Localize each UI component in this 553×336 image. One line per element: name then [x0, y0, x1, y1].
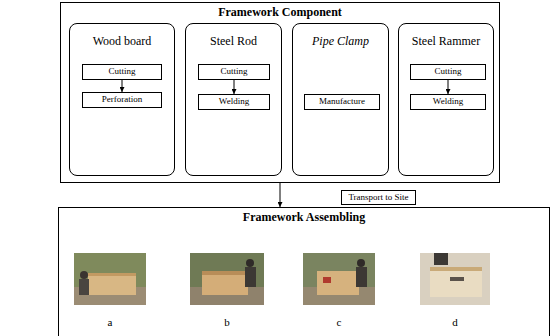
- box-heading: Framework Component: [61, 3, 499, 19]
- box-label: Manufacture: [319, 97, 365, 107]
- flow-arrow: [234, 80, 235, 94]
- photo-label: d: [452, 316, 458, 328]
- box-label: Cutting: [434, 67, 461, 77]
- photo-label: c: [337, 316, 342, 328]
- component-box: Pipe ClampManufacture: [292, 23, 389, 176]
- box-label: Perforation: [102, 95, 143, 105]
- process-box: Manufacture: [304, 94, 380, 110]
- photo-label: a: [108, 316, 113, 328]
- box-heading: Steel Rammer: [399, 24, 493, 48]
- process-box: Welding: [198, 94, 270, 110]
- process-box: Perforation: [82, 92, 162, 108]
- box-heading: Wood board: [70, 24, 174, 48]
- box-label: Cutting: [108, 67, 135, 77]
- assembly-photo: [74, 253, 146, 305]
- box-heading: Framework Assembling: [59, 208, 549, 224]
- process-box: Cutting: [410, 64, 486, 80]
- box-heading: Pipe Clamp: [293, 24, 388, 48]
- process-box: Welding: [410, 94, 486, 110]
- assembly-photo: [303, 253, 375, 305]
- assembly-photo: [420, 253, 490, 305]
- process-box: Cutting: [198, 64, 270, 80]
- component-box: Steel RammerCuttingWelding: [398, 23, 494, 176]
- process-box: Transport to Site: [341, 190, 416, 205]
- process-box: Cutting: [82, 64, 162, 80]
- box-label: Welding: [219, 97, 249, 107]
- component-box: Wood boardCuttingPerforation: [69, 23, 175, 176]
- flow-arrow: [448, 80, 449, 94]
- box-label: Transport to Site: [348, 193, 408, 203]
- stage-frame: Framework Assembling: [58, 207, 550, 336]
- stage-frame: Framework ComponentWood boardCuttingPerf…: [60, 2, 500, 183]
- box-label: Welding: [433, 97, 463, 107]
- box-heading: Steel Rod: [186, 24, 281, 48]
- photo-label: b: [224, 316, 230, 328]
- box-label: Cutting: [220, 67, 247, 77]
- flow-arrow: [280, 183, 281, 207]
- flow-arrow: [122, 80, 123, 92]
- component-box: Steel RodCuttingWelding: [185, 23, 282, 176]
- assembly-photo: [190, 253, 264, 305]
